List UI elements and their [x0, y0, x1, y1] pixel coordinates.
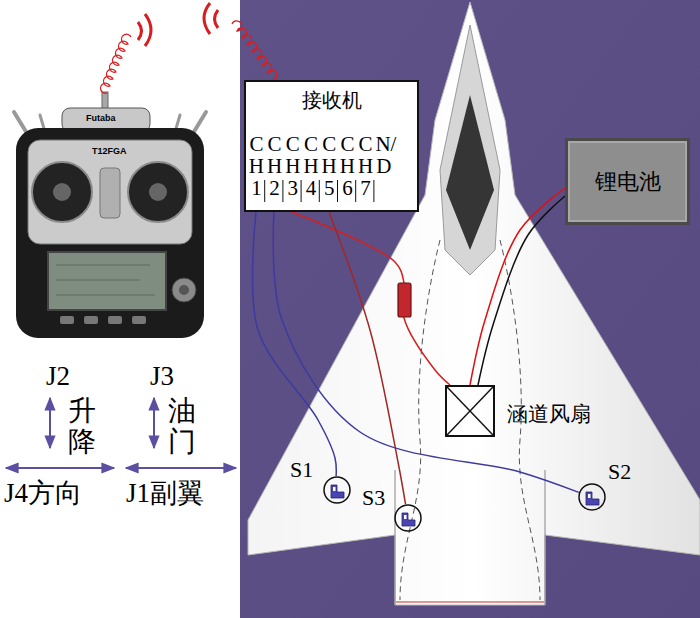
direction-arrow — [49, 398, 51, 448]
axis-label: 油门 — [168, 396, 196, 458]
wire-path — [478, 196, 565, 385]
fan-symbol — [447, 387, 493, 435]
antenna-coil — [232, 21, 277, 80]
servo: S1 — [323, 476, 351, 504]
separator — [301, 180, 302, 202]
cross-line — [447, 387, 493, 435]
button — [108, 316, 122, 324]
stick — [149, 183, 167, 201]
transmitter-body — [16, 128, 204, 338]
servo-symbol — [578, 483, 606, 511]
servo-outline — [324, 477, 350, 503]
tail-line — [544, 470, 545, 605]
servo-horn — [404, 515, 407, 519]
channel-label: CH7 — [357, 133, 374, 199]
servo: S2 — [578, 483, 606, 511]
lcd-line — [56, 295, 155, 296]
node-label: 涵道风扇 — [507, 400, 591, 428]
lcd-line — [56, 280, 140, 281]
dial — [172, 278, 196, 302]
separator — [282, 180, 283, 202]
servo: S3 — [394, 504, 422, 532]
node-label: 接收机 — [246, 82, 417, 114]
channel-label: CH2 — [266, 133, 283, 199]
battery-box: 锂电池 — [565, 138, 690, 225]
servo-symbol — [323, 476, 351, 504]
wire-path — [292, 212, 450, 385]
servo-label: S1 — [290, 458, 313, 482]
channel-label: CH4 — [303, 133, 320, 199]
direction-arrow — [6, 467, 114, 469]
servo-wire — [273, 212, 579, 492]
gimbal — [128, 162, 188, 222]
separator — [337, 180, 338, 202]
brand-text: Futaba — [86, 113, 116, 123]
model-text: T12FGA — [92, 146, 127, 156]
canopy — [446, 95, 494, 250]
lcd-line — [56, 265, 150, 266]
nozzle-line — [396, 601, 544, 602]
signal-wave — [145, 14, 151, 46]
servo-symbol — [394, 504, 422, 532]
channel-label: CH3 — [284, 133, 301, 199]
background-panel — [240, 0, 700, 618]
separator — [264, 180, 265, 202]
stick-label: J4方向 — [4, 478, 82, 509]
canopy-frame — [440, 25, 500, 275]
channel-label: CH5 — [321, 133, 338, 199]
servo-outline — [579, 484, 605, 510]
gimbal — [32, 162, 92, 222]
direction-arrow — [126, 467, 236, 469]
axis-label: 升降 — [68, 396, 96, 458]
wire-path — [253, 212, 337, 476]
servo-horn — [333, 487, 336, 491]
servo-body — [402, 513, 415, 526]
servo-horn — [588, 494, 591, 498]
servo-outline — [395, 505, 421, 531]
throttle-wire — [292, 212, 450, 385]
direction-arrow — [153, 398, 155, 448]
channel-label: N/D — [375, 133, 392, 177]
node-label: 锂电池 — [595, 167, 661, 197]
signal-wave — [204, 3, 210, 34]
separator — [373, 180, 374, 202]
stick-label: J1副翼 — [126, 478, 204, 509]
servo-label: S2 — [608, 460, 631, 484]
speed-controller — [398, 283, 411, 317]
servo-body — [331, 485, 344, 498]
signal-wave — [138, 22, 142, 40]
signal-wave — [215, 10, 219, 28]
dial — [179, 285, 189, 295]
button — [60, 316, 74, 324]
stick — [53, 183, 71, 201]
tail-line — [394, 470, 395, 605]
lcd-screen — [48, 252, 166, 310]
servo-body — [586, 492, 599, 505]
button — [84, 316, 98, 324]
switch — [14, 112, 28, 135]
cross-line — [447, 387, 493, 435]
wire-path — [273, 212, 579, 492]
separator — [319, 180, 320, 202]
fan-box: 涵道风扇 — [445, 385, 495, 437]
channel-label: CH6 — [339, 133, 356, 199]
servo-label: S3 — [362, 486, 385, 510]
power-wire — [470, 188, 565, 385]
face-plate — [28, 140, 192, 244]
antenna-coil — [101, 34, 131, 93]
trim-panel — [100, 168, 120, 218]
channel-label: CH1 — [248, 133, 265, 199]
stick-label: J2 — [46, 361, 70, 392]
stick-label: J3 — [150, 361, 174, 392]
wire-path — [470, 188, 565, 385]
servo-wire — [253, 212, 337, 476]
switch — [192, 112, 206, 135]
servo-wire — [329, 212, 406, 504]
separator — [355, 180, 356, 202]
wire-path — [329, 212, 406, 504]
button — [132, 316, 146, 324]
